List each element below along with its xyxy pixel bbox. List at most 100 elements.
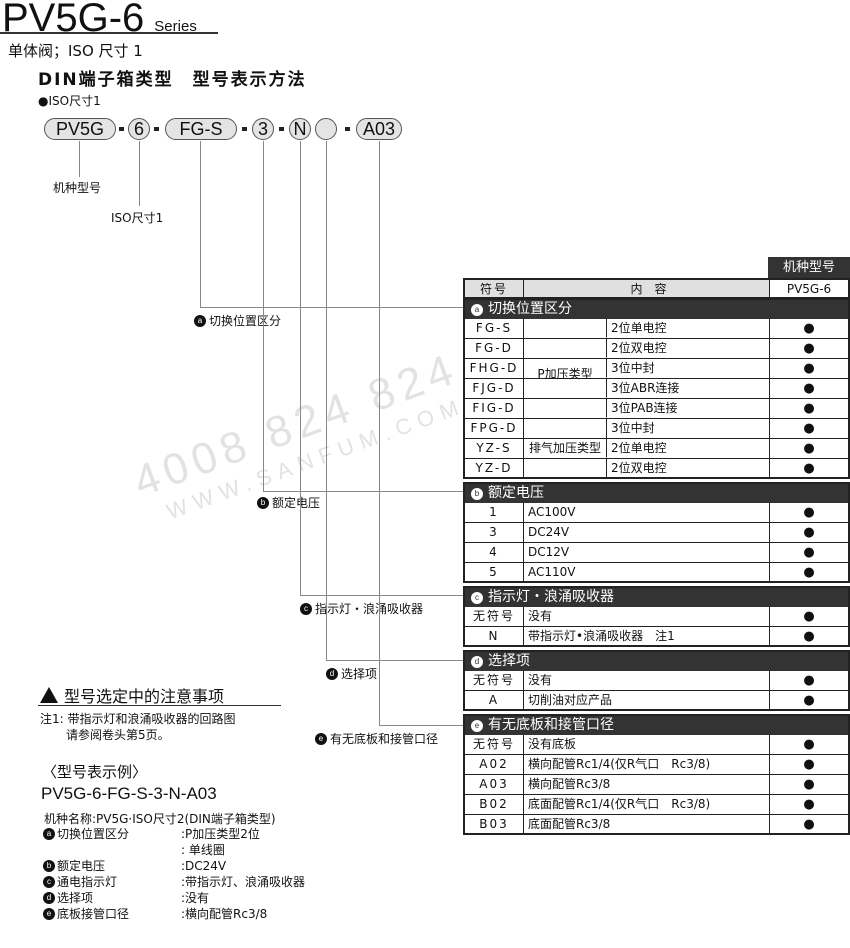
col-content: 内 容 (524, 280, 770, 297)
row-symbol: FPG-D (465, 419, 524, 438)
example-item-value: :DC24V (181, 859, 227, 873)
row-content: 2位双电控 (607, 339, 770, 358)
availability-mark: ● (803, 381, 815, 396)
col-model: PV5G-6 (770, 280, 848, 297)
availability-mark: ● (803, 609, 815, 624)
availability-mark: ● (803, 461, 815, 476)
row-symbol: FIG-D (465, 399, 524, 418)
row-content: 3位ABR连接 (607, 379, 770, 398)
row-symbol: A03 (465, 775, 524, 794)
code-series: PV5G (44, 118, 116, 140)
example-item-name: 切换位置区分 (57, 827, 130, 841)
row-symbol: A (465, 691, 524, 709)
row-group (524, 419, 607, 438)
section-header-b: b 额定电压 (463, 482, 850, 503)
example-item-name: 底板接管口径 (57, 907, 130, 921)
row-symbol: 1 (465, 503, 524, 522)
example-item-value: :横向配管Rc3/8 (181, 907, 268, 921)
row-group (524, 399, 607, 418)
example-item-value: :P加压类型2位 (181, 827, 260, 841)
row-content: 3位中封 (607, 359, 770, 378)
row-symbol: FJG-D (465, 379, 524, 398)
row-symbol: 4 (465, 543, 524, 562)
row-content: 2位双电控 (607, 459, 770, 477)
code-port: A03 (356, 118, 402, 140)
col-symbol: 符号 (465, 280, 524, 297)
availability-mark: ● (803, 545, 815, 560)
table-row: FJG-D 3位ABR连接 ● (463, 379, 850, 399)
section-heading: DIN端子箱类型 型号表示方法 (38, 70, 307, 90)
note-1: 注1: 带指示灯和浪涌吸收器的回路图 (40, 712, 236, 726)
row-content: 底面配管Rc1/4(仅R气口 Rc3/8) (524, 795, 770, 814)
availability-mark: ● (803, 629, 815, 644)
badge-b-icon: b (471, 487, 483, 500)
example-title: 〈型号表示例〉 (42, 763, 148, 781)
section-title: 指示灯・浪涌吸收器 (488, 589, 614, 605)
subtitle: 单体阀；ISO 尺寸 1 (8, 42, 143, 60)
table-row: FPG-D 3位中封 ● (463, 419, 850, 439)
availability-mark: ● (803, 797, 815, 812)
row-group: 排气加压类型 (524, 439, 607, 458)
row-symbol: B02 (465, 795, 524, 814)
badge-b-icon: b (43, 860, 55, 872)
row-content: DC12V (524, 543, 770, 562)
note-1-cont: 请参阅卷头第5页。 (66, 728, 170, 742)
label-model: 机种型号 (53, 181, 102, 195)
code-switch: FG-S (165, 118, 237, 140)
row-group: P加压类型 (524, 359, 607, 381)
example-item-label (43, 842, 181, 858)
availability-mark: ● (803, 421, 815, 436)
row-symbol: YZ-S (465, 439, 524, 458)
badge-e-icon: e (471, 719, 483, 732)
example-code: PV5G-6-FG-S-3-N-A03 (41, 784, 217, 803)
warning-icon (40, 687, 58, 703)
notes-title: 型号选定中的注意事项 (40, 683, 224, 707)
availability-mark: ● (803, 441, 815, 456)
example-name: 机种名称:PV5G·ISO尺寸2(DIN端子箱类型) (44, 812, 276, 826)
row-symbol: 无符号 (465, 607, 524, 626)
row-symbol: 5 (465, 563, 524, 581)
row-content: 底面配管Rc3/8 (524, 815, 770, 833)
example-item-value: :没有 (181, 891, 210, 905)
badge-a-icon: a (43, 828, 55, 840)
row-content: 带指示灯•浪涌吸收器 注1 (524, 627, 770, 645)
model-header: 机种型号 (768, 257, 850, 278)
availability-mark: ● (803, 321, 815, 336)
row-content: 3位中封 (607, 419, 770, 438)
example-item: : 单线圈 (43, 842, 305, 858)
table-row: 无符号没有● (463, 607, 850, 627)
example-item-value: : 单线圈 (181, 843, 225, 857)
row-symbol: B03 (465, 815, 524, 833)
row-group (524, 459, 607, 477)
badge-d-icon: d (43, 892, 55, 904)
row-content: AC100V (524, 503, 770, 522)
table-row: 无符号没有底板● (463, 735, 850, 755)
row-symbol: 3 (465, 523, 524, 542)
row-symbol: FG-S (465, 319, 524, 338)
row-group (524, 379, 607, 398)
section-title: 切换位置区分 (488, 301, 572, 317)
availability-mark: ● (803, 505, 815, 520)
section-title: 额定电压 (488, 485, 544, 501)
badge-d-icon: d (471, 655, 483, 668)
